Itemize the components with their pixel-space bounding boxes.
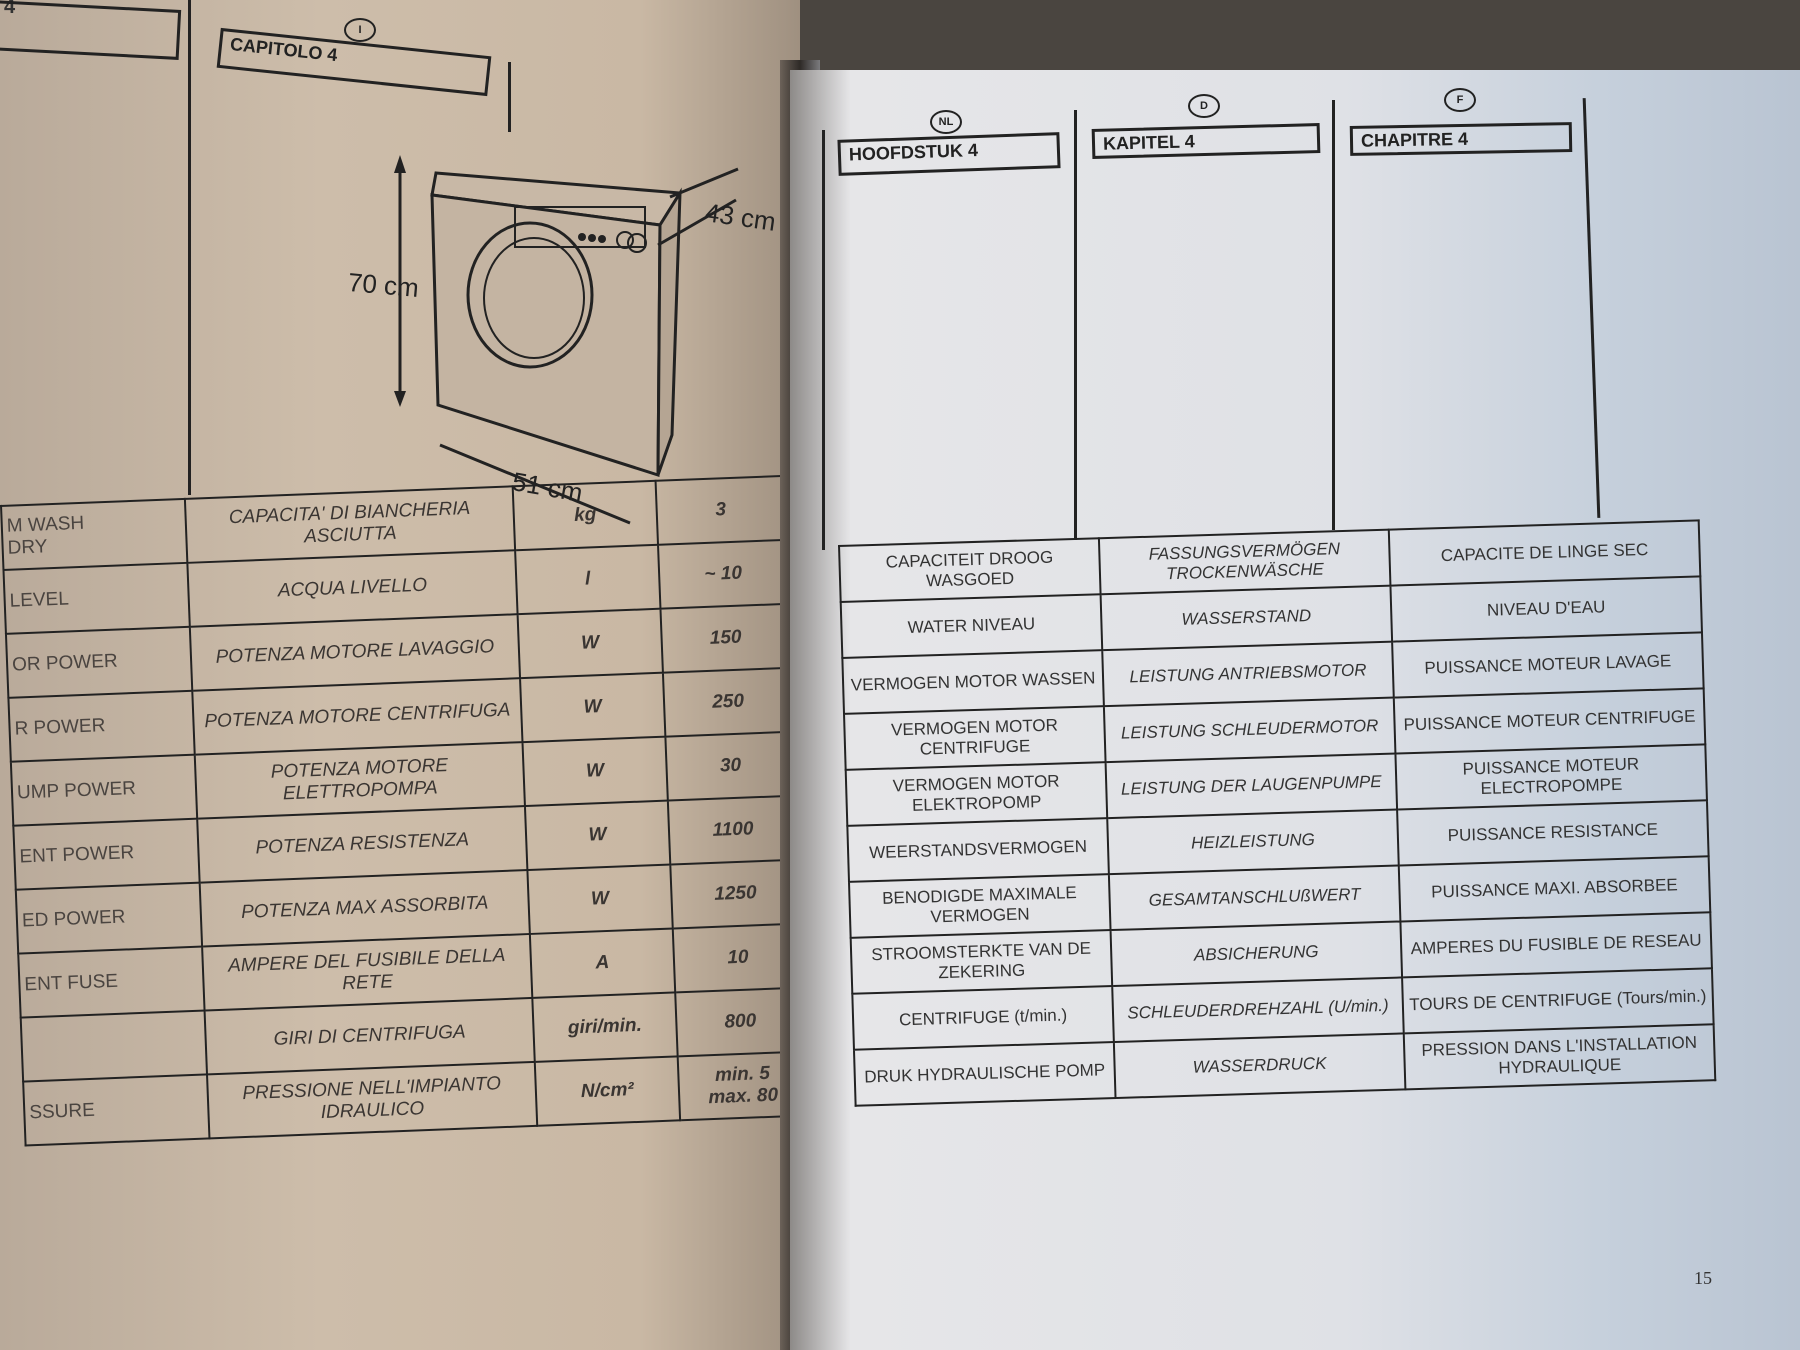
spec-value-cell: 150 bbox=[660, 603, 791, 673]
spec-fr-cell: PUISSANCE MOTEUR LAVAGE bbox=[1392, 632, 1704, 698]
spec-value-cell: ~ 10 bbox=[658, 539, 789, 609]
spec-nl-cell: VERMOGEN MOTOR WASSEN bbox=[842, 650, 1104, 714]
spec-unit-cell: A bbox=[529, 928, 676, 998]
height-dimension: 70 cm bbox=[346, 266, 421, 304]
column-divider bbox=[1074, 110, 1077, 540]
spec-unit-cell: W bbox=[517, 608, 663, 679]
spec-nl-cell: STROOMSTERKTE VAN DE ZEKERING bbox=[850, 930, 1113, 994]
spec-fr-cell: NIVEAU D'EAU bbox=[1390, 576, 1702, 642]
washing-machine-illustration bbox=[394, 155, 739, 525]
spec-en-cell bbox=[20, 1010, 208, 1082]
spec-fr-cell: TOURS DE CENTRIFUGE (Tours/min.) bbox=[1402, 968, 1714, 1034]
spec-de-cell: WASSERSTAND bbox=[1100, 585, 1393, 651]
spec-unit-cell: W bbox=[527, 864, 673, 934]
prev-chapter-box bbox=[0, 0, 182, 60]
spec-nl-cell: CENTRIFUGE (t/min.) bbox=[852, 986, 1114, 1050]
column-divider bbox=[822, 130, 825, 550]
spec-nl-cell: CAPACITEIT DROOG WASGOED bbox=[839, 538, 1101, 602]
right-page: NL D F HOOFDSTUK 4 KAPITEL 4 CHAPITRE 4 … bbox=[790, 70, 1800, 1350]
spec-nl-cell: DRUK HYDRAULISCHE POMP bbox=[853, 1042, 1116, 1106]
spec-nl-cell: WEERSTANDSVERMOGEN bbox=[847, 818, 1109, 882]
spec-de-cell: SCHLEUDERDREHZAHL (U/min.) bbox=[1112, 977, 1404, 1043]
spec-unit-cell: giri/min. bbox=[532, 992, 678, 1062]
spec-unit-cell: kg bbox=[512, 480, 659, 551]
spec-nl-cell: VERMOGEN MOTOR ELEKTROPOMP bbox=[845, 762, 1108, 826]
spec-unit-cell: l bbox=[514, 544, 661, 615]
spec-en-cell: M WASH DRY bbox=[1, 498, 188, 570]
lang-badge-nl: NL bbox=[930, 110, 962, 134]
spec-de-cell: LEISTUNG SCHLEUDERMOTOR bbox=[1103, 697, 1396, 763]
spec-de-cell: LEISTUNG DER LAUGENPUMPE bbox=[1105, 753, 1398, 819]
spec-en-cell: ENT FUSE bbox=[18, 946, 205, 1018]
spec-en-cell: R POWER bbox=[8, 690, 195, 762]
spec-de-cell: ABSICHERUNG bbox=[1110, 921, 1403, 987]
spec-en-cell: LEVEL bbox=[3, 562, 191, 634]
spec-de-cell: HEIZLEISTUNG bbox=[1107, 809, 1399, 875]
spec-fr-cell: PUISSANCE RESISTANCE bbox=[1397, 800, 1709, 866]
chapter-title-fr: CHAPITRE 4 bbox=[1349, 122, 1573, 156]
spec-unit-cell: W bbox=[519, 672, 666, 743]
column-divider bbox=[1332, 100, 1335, 530]
lang-badge-it: I bbox=[344, 18, 376, 42]
spec-en-cell: ENT POWER bbox=[13, 818, 200, 890]
spec-value-cell: 250 bbox=[662, 667, 794, 737]
spec-unit-cell: N/cm² bbox=[534, 1056, 681, 1126]
spec-nl-cell: WATER NIVEAU bbox=[840, 594, 1103, 658]
spec-de-cell: GESAMTANSCHLUßWERT bbox=[1108, 865, 1401, 931]
spec-de-cell: WASSERDRUCK bbox=[1113, 1033, 1406, 1099]
spec-fr-cell: CAPACITE DE LINGE SEC bbox=[1388, 520, 1701, 586]
column-divider bbox=[188, 0, 191, 495]
left-page: 4 I CAPITOLO 4 70 cm 43 cm 51 cm M WASH … bbox=[0, 0, 800, 1350]
page-number-right: 15 bbox=[1694, 1268, 1712, 1288]
page-number-left: 4 bbox=[4, 0, 16, 18]
spec-unit-cell: W bbox=[524, 800, 671, 871]
spec-en-cell: OR POWER bbox=[5, 626, 193, 698]
spec-fr-cell: PRESSION DANS L'INSTALLATION HYDRAULIQUE bbox=[1403, 1024, 1716, 1090]
spec-unit-cell: W bbox=[522, 736, 668, 807]
spec-de-cell: LEISTUNG ANTRIEBSMOTOR bbox=[1102, 641, 1394, 707]
spec-nl-cell: VERMOGEN MOTOR CENTRIFUGE bbox=[844, 706, 1106, 770]
chapter-title-de: KAPITEL 4 bbox=[1091, 123, 1321, 159]
spec-nl-cell: BENODIGDE MAXIMALE VERMOGEN bbox=[848, 874, 1111, 938]
spec-fr-cell: PUISSANCE MOTEUR CENTRIFUGE bbox=[1393, 688, 1706, 754]
lang-badge-fr: F bbox=[1444, 88, 1476, 112]
spec-en-cell: UMP POWER bbox=[10, 754, 198, 826]
spec-value-cell: 1100 bbox=[667, 795, 799, 865]
lang-badge-de: D bbox=[1188, 94, 1220, 118]
spec-value-cell: 3 bbox=[655, 475, 786, 545]
chapter-title-nl: HOOFDSTUK 4 bbox=[837, 132, 1061, 176]
spec-value-cell: 30 bbox=[665, 731, 796, 801]
spec-de-cell: FASSUNGSVERMÖGEN TROCKENWÄSCHE bbox=[1098, 529, 1391, 595]
spec-fr-cell: AMPERES DU FUSIBLE DE RESEAU bbox=[1400, 912, 1712, 978]
spec-en-cell: SSURE bbox=[23, 1074, 210, 1146]
column-divider bbox=[508, 62, 511, 132]
spec-it-cell: PRESSIONE NELL'IMPIANTO IDRAULICO bbox=[207, 1061, 537, 1139]
column-divider bbox=[1582, 98, 1601, 518]
spec-fr-cell: PUISSANCE MAXI. ABSORBEE bbox=[1398, 856, 1711, 922]
spec-en-cell: ED POWER bbox=[15, 882, 203, 954]
spec-fr-cell: PUISSANCE MOTEUR ELECTROPOMPE bbox=[1395, 744, 1707, 810]
